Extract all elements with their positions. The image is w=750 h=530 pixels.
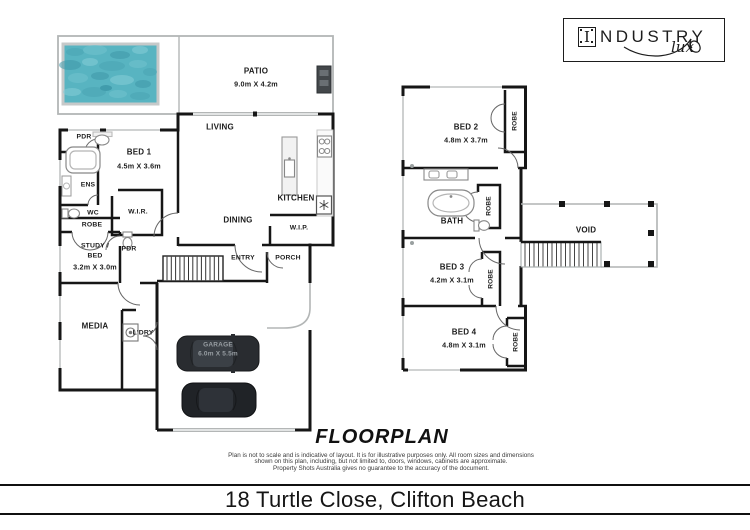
- room-label-wc: WC: [87, 209, 99, 217]
- ground-interior-walls: [60, 130, 334, 390]
- room-label-pdr2: PDR: [121, 245, 137, 253]
- room-label-study-2: BED: [87, 252, 103, 260]
- pdr1-basin: [92, 131, 113, 146]
- room-dims-patio: 9.0m X 4.2m: [234, 79, 278, 89]
- room-dims-bed4: 4.8m X 3.1m: [442, 340, 486, 350]
- room-label-ldry: L'DRY: [132, 329, 154, 337]
- room-label-bath: BATH: [440, 216, 464, 226]
- room-label-media: MEDIA: [81, 321, 109, 331]
- brand-letter-box: I: [578, 27, 596, 47]
- page-title: FLOORPLAN: [315, 426, 449, 448]
- room-label-ens: ENS: [80, 181, 96, 189]
- disclaimer-line-2: shown on this plan, including, but not l…: [254, 458, 508, 466]
- room-dims-bed1: 4.5m X 3.6m: [117, 161, 161, 171]
- room-label-living: LIVING: [206, 122, 234, 132]
- disclaimer-line-3: Property Shots Australia gives no guaran…: [273, 464, 489, 472]
- room-label-robe: ROBE: [81, 221, 103, 229]
- stairs-upper: [520, 240, 602, 268]
- brand-word: NDUSTRY: [600, 27, 707, 46]
- stairs-ground: [162, 255, 224, 282]
- room-dims-garage: 6.0m X 5.5m: [198, 350, 238, 358]
- garage-door: [173, 428, 295, 432]
- pool: [59, 42, 160, 106]
- bbq-icon: [316, 65, 332, 94]
- room-label-patio: PATIO: [243, 66, 269, 76]
- room-label-bed2: BED 2: [453, 122, 479, 132]
- room-label-pdr1: PDR: [76, 133, 92, 141]
- upper-vanity: [423, 168, 469, 181]
- room-label-void: VOID: [575, 225, 597, 235]
- brand-script: lux: [671, 38, 694, 56]
- room-label-kitchen: KITCHEN: [277, 193, 315, 203]
- logo-flourish: [623, 38, 701, 57]
- room-label-dining: DINING: [223, 215, 253, 225]
- disclaimer-line-1: Plan is not to scale and is indicative o…: [228, 452, 534, 459]
- car-1: [176, 334, 260, 373]
- room-label-robe-hall: ROBE: [485, 196, 493, 216]
- address-bar: 18 Turtle Close, Clifton Beach: [0, 484, 750, 515]
- washing-machine-icon: [122, 323, 139, 342]
- ground-door-arcs: [71, 138, 284, 351]
- room-label-robe-bed3: ROBE: [487, 269, 495, 289]
- room-label-garage: GARAGE: [203, 341, 233, 349]
- cooktop-icon: [316, 135, 333, 158]
- disclaimer-text: Plan is not to scale and is indicative o…: [228, 452, 534, 472]
- room-label-bed4: BED 4: [451, 327, 477, 337]
- ens-bathtub: [65, 146, 101, 174]
- kitchen-island: [281, 136, 298, 196]
- room-label-bed1: BED 1: [126, 147, 152, 157]
- ens-vanity: [61, 175, 72, 197]
- ground-windows: [57, 111, 318, 368]
- room-label-porch: PORCH: [275, 254, 301, 262]
- room-label-bed3: BED 3: [439, 262, 465, 272]
- room-label-study-1: STUDY /: [80, 242, 110, 250]
- upper-bathtub: [427, 189, 475, 217]
- room-dims-study: 3.2m X 3.0m: [73, 262, 117, 272]
- porch-curve: [267, 283, 311, 329]
- room-dims-bed2: 4.8m X 3.7m: [444, 135, 488, 145]
- ground-exterior-walls: [58, 112, 335, 432]
- property-address: 18 Turtle Close, Clifton Beach: [224, 486, 526, 512]
- wc-toilet: [61, 208, 81, 219]
- brand-logo: I NDUSTRY lux: [563, 18, 725, 62]
- room-label-robe-bed2: ROBE: [511, 111, 519, 131]
- fridge-icon: [315, 195, 333, 215]
- car-2: [181, 382, 257, 418]
- wall-dot: [410, 164, 414, 168]
- upper-floor-plan: [400, 84, 658, 373]
- pdr2-toilet: [122, 231, 133, 250]
- room-label-robe-bed4: ROBE: [512, 332, 520, 352]
- upper-windows: [400, 84, 502, 373]
- room-label-entry: ENTRY: [231, 254, 255, 262]
- room-label-wir: W.I.R.: [128, 208, 148, 216]
- room-label-wip: W.I.P.: [289, 224, 309, 232]
- upper-interior-walls: [403, 90, 527, 368]
- upper-toilet: [473, 219, 491, 232]
- ground-floor-plan: [57, 35, 335, 432]
- wall-dot-2: [410, 241, 414, 245]
- upper-door-arcs: [462, 103, 521, 359]
- brand-wordmark: I NDUSTRY: [578, 27, 706, 47]
- room-dims-bed3: 4.2m X 3.1m: [430, 275, 474, 285]
